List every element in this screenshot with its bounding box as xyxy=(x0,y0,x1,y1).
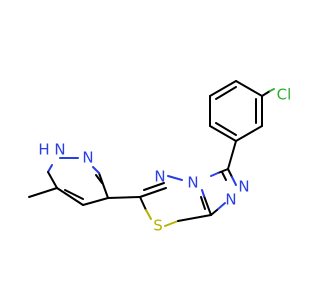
bond xyxy=(209,80,237,97)
atom-label-n-triazole-1: N xyxy=(238,178,249,196)
bond-double-inner xyxy=(95,174,103,184)
bond xyxy=(145,209,152,220)
bond xyxy=(269,88,275,92)
bond xyxy=(231,176,237,186)
bond xyxy=(210,209,218,216)
chlorophenyl-ring xyxy=(209,80,275,170)
bond-double-inner xyxy=(64,189,84,200)
bond xyxy=(47,164,53,173)
bond xyxy=(227,168,233,178)
atom-label-chlorine: Cl xyxy=(277,86,292,104)
bond xyxy=(139,196,147,211)
bond xyxy=(217,168,229,174)
bond-double-inner xyxy=(200,196,206,210)
thiadiazole-ring xyxy=(139,175,212,227)
bond xyxy=(167,175,183,181)
pyrazole-ring xyxy=(28,157,141,206)
bond xyxy=(47,171,58,189)
chemical-structure-diagram: N H N N N N N S Cl xyxy=(28,80,292,235)
bond-double-inner xyxy=(221,171,227,181)
bond xyxy=(92,166,100,174)
bond xyxy=(235,80,263,97)
bond-double-inner xyxy=(143,182,165,191)
triazole-ring xyxy=(200,168,237,216)
atom-label-n-h: N xyxy=(54,141,65,159)
bond xyxy=(98,172,109,199)
bond xyxy=(235,125,263,142)
bond-double-inner xyxy=(215,122,237,136)
bond xyxy=(82,197,109,206)
bond xyxy=(139,187,167,198)
bond xyxy=(210,172,219,177)
atom-label-sulfur: S xyxy=(153,217,163,235)
bond xyxy=(203,195,212,216)
bond xyxy=(216,202,226,211)
bond xyxy=(227,140,237,170)
methyl-bond xyxy=(28,187,58,198)
atom-label-n-triazole-2: N xyxy=(225,191,236,209)
bond xyxy=(177,214,212,222)
bond xyxy=(261,90,271,97)
atom-label-n-thiadiazole: N xyxy=(154,168,165,186)
bond-double-inner xyxy=(215,86,237,100)
atom-label-h: H xyxy=(38,141,49,159)
bond xyxy=(56,187,84,206)
atom-label-n-pyrazole: N xyxy=(82,149,93,167)
bond xyxy=(209,125,237,142)
bond xyxy=(201,189,205,197)
atom-label-n-bridge: N xyxy=(187,174,198,192)
bond xyxy=(164,220,179,227)
bond xyxy=(107,196,141,199)
